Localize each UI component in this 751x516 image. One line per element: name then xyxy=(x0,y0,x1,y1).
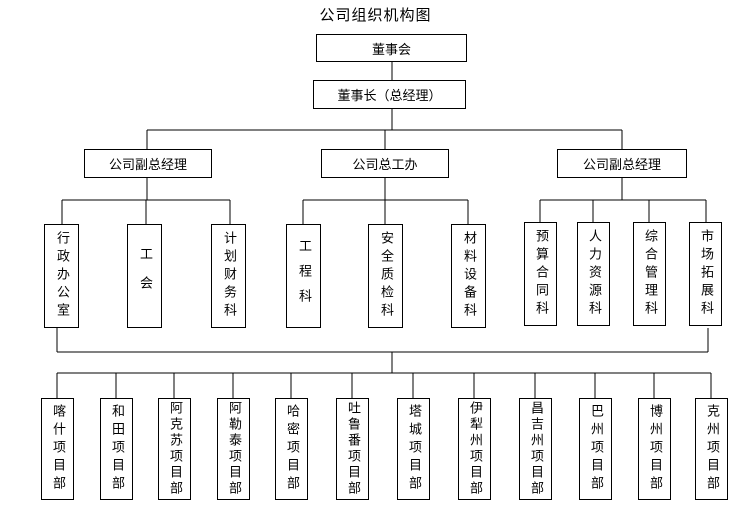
project-aksu-label: 阿克苏项目部 xyxy=(167,401,182,497)
project-turpan-label: 吐鲁番项目部 xyxy=(345,401,360,497)
project-aksu-box: 阿克苏项目部 xyxy=(158,398,191,500)
dept-market-expansion-box: 市场拓展科 xyxy=(689,222,722,326)
chief-engineer-label: 公司总工办 xyxy=(352,158,418,173)
vp-left-box: 公司副总经理 xyxy=(84,149,212,178)
dept-safety-quality-box: 安全质检科 xyxy=(368,224,403,328)
vp-right-box: 公司副总经理 xyxy=(557,149,687,178)
project-bayingol-box: 巴州项目部 xyxy=(579,398,612,500)
dept-general-management-label: 综合管理科 xyxy=(642,229,657,319)
dept-budget-contract-box: 预算合同科 xyxy=(524,222,557,326)
chairman-label: 董事长（总经理） xyxy=(337,89,442,104)
project-ili-label: 伊犁州项目部 xyxy=(467,401,482,497)
dept-materials-equipment-box: 材料设备科 xyxy=(451,224,486,328)
dept-market-expansion-label: 市场拓展科 xyxy=(698,229,713,319)
dept-general-management-box: 综合管理科 xyxy=(633,222,666,326)
dept-budget-contract-label: 预算合同科 xyxy=(533,229,548,319)
board-label: 董事会 xyxy=(371,42,411,58)
project-tacheng-box: 塔城项目部 xyxy=(397,398,430,500)
dept-planning-finance-label: 计划财务科 xyxy=(221,231,236,321)
dept-engineering-box: 工程科 xyxy=(286,224,321,328)
board-box: 董事会 xyxy=(316,34,467,62)
project-hami-label: 哈密项目部 xyxy=(284,404,299,494)
project-kashgar-label: 喀什项目部 xyxy=(50,404,65,494)
project-kizilsu-label: 克州项目部 xyxy=(704,404,719,494)
vp-left-label: 公司副总经理 xyxy=(108,158,187,173)
vp-right-label: 公司副总经理 xyxy=(582,158,661,173)
project-hami-box: 哈密项目部 xyxy=(275,398,308,500)
project-hotan-box: 和田项目部 xyxy=(100,398,133,500)
project-kashgar-box: 喀什项目部 xyxy=(41,398,74,500)
dept-hr-box: 人力资源科 xyxy=(577,222,610,326)
project-tacheng-label: 塔城项目部 xyxy=(406,404,421,494)
project-turpan-box: 吐鲁番项目部 xyxy=(336,398,369,500)
chief-engineer-box: 公司总工办 xyxy=(321,149,449,178)
project-altay-box: 阿勒泰项目部 xyxy=(217,398,250,500)
project-bayingol-label: 巴州项目部 xyxy=(588,404,603,494)
project-bortala-label: 博州项目部 xyxy=(647,404,662,494)
chart-title: 公司组织机构图 xyxy=(319,6,432,24)
project-changji-label: 昌吉州项目部 xyxy=(528,401,543,497)
project-hotan-label: 和田项目部 xyxy=(109,404,124,494)
project-changji-box: 昌吉州项目部 xyxy=(519,398,552,500)
dept-admin-label: 行政办公室 xyxy=(54,231,69,321)
dept-materials-equipment-label: 材料设备科 xyxy=(461,231,476,321)
project-ili-box: 伊犁州项目部 xyxy=(458,398,491,500)
dept-hr-label: 人力资源科 xyxy=(586,229,601,319)
dept-engineering-label: 工程科 xyxy=(296,238,311,314)
project-bortala-box: 博州项目部 xyxy=(638,398,671,500)
dept-union-label: 工会 xyxy=(137,247,152,305)
dept-safety-quality-label: 安全质检科 xyxy=(378,231,393,321)
project-kizilsu-box: 克州项目部 xyxy=(695,398,728,500)
project-altay-label: 阿勒泰项目部 xyxy=(226,401,241,497)
dept-planning-finance-box: 计划财务科 xyxy=(211,224,246,328)
dept-admin-box: 行政办公室 xyxy=(44,224,79,328)
chairman-box: 董事长（总经理） xyxy=(313,80,466,109)
dept-union-box: 工会 xyxy=(127,224,162,328)
